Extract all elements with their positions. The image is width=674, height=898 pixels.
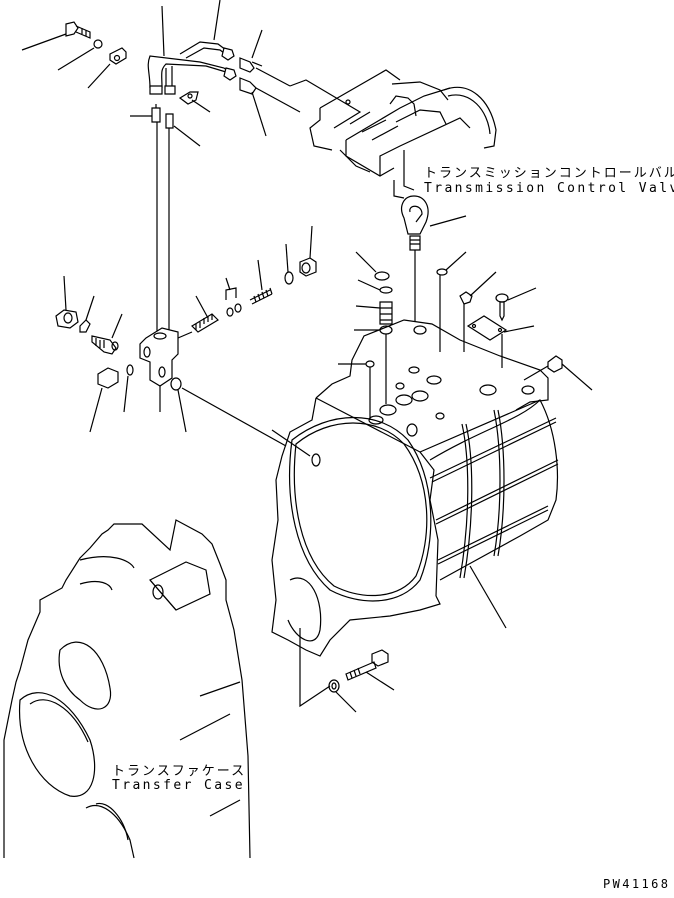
plug-left <box>97 367 119 389</box>
control-valve-label-en: Transmission Control Valve <box>424 181 674 196</box>
valve-block <box>139 327 179 387</box>
transmission-control-valve-drawing <box>289 69 497 199</box>
cover-plate <box>466 315 508 341</box>
clip-part <box>178 91 199 105</box>
o-ring-stack <box>374 271 393 335</box>
clamp-part <box>109 47 127 65</box>
plug-part <box>299 257 317 277</box>
screw-part <box>495 293 509 322</box>
pin-part <box>365 360 375 368</box>
eye-bolt <box>401 195 429 251</box>
o-ring-small <box>126 364 134 376</box>
o-ring-right <box>170 377 182 391</box>
fitting-lower <box>239 77 257 95</box>
o-ring-part <box>284 271 294 285</box>
mounting-bolt <box>345 649 389 681</box>
transfer-case-label-jp: トランスファケース <box>112 764 247 779</box>
mounting-washer <box>328 679 340 693</box>
retainer-pair <box>225 287 242 317</box>
transfer-case-drawing <box>3 519 251 859</box>
breather <box>459 291 473 305</box>
spring-part <box>249 287 273 305</box>
drawing-number: PW41168 <box>603 877 671 891</box>
sensor-fitting <box>547 355 563 373</box>
control-valve-label-jp: トランスミッションコントロールバルブ <box>424 166 674 181</box>
tube-connector-right <box>165 113 174 129</box>
tube-connector-left <box>151 104 161 123</box>
fitting-left <box>91 335 119 355</box>
washer-part <box>93 39 103 49</box>
hydraulic-tubes <box>147 0 237 95</box>
fitting-upper <box>239 57 263 73</box>
plug-top <box>436 268 448 276</box>
bolt-part-top-left <box>65 21 91 39</box>
transmission-case <box>271 319 559 657</box>
transfer-case-label-en: Transfer Case <box>112 778 245 793</box>
o-ring-left <box>79 319 91 333</box>
spool-part <box>191 313 219 333</box>
nut-part <box>55 309 79 329</box>
